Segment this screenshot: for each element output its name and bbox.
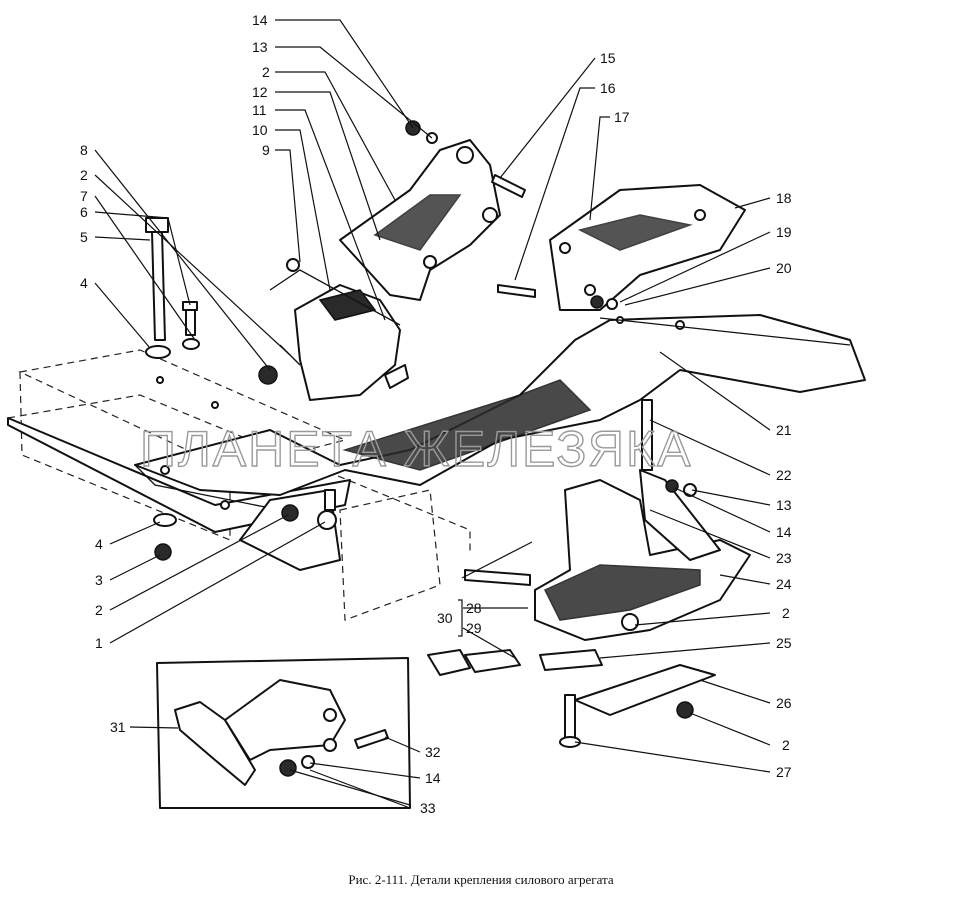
callout-7: 7 <box>80 188 88 204</box>
leader-lines <box>94 19 771 809</box>
callout-14-top: 14 <box>252 12 268 28</box>
right-bracket <box>491 174 746 311</box>
callout-26: 26 <box>776 695 792 711</box>
callout-14-inset: 14 <box>425 770 441 786</box>
callout-12: 12 <box>252 84 268 100</box>
callout-19: 19 <box>776 224 792 240</box>
callout-2-lower: 2 <box>95 602 103 618</box>
cross-member <box>134 314 866 571</box>
callout-25: 25 <box>776 635 792 651</box>
callout-11: 11 <box>252 102 267 118</box>
callout-23: 23 <box>776 550 792 566</box>
callout-2-bottom: 2 <box>782 737 790 753</box>
callout-29: 29 <box>466 620 482 636</box>
rubber-cushion <box>269 258 409 401</box>
callout-14-right: 14 <box>776 524 792 540</box>
callout-1: 1 <box>95 635 103 651</box>
callout-4-bottom: 4 <box>95 536 103 552</box>
callout-5: 5 <box>80 229 88 245</box>
callout-21: 21 <box>776 422 792 438</box>
callout-28: 28 <box>466 600 482 616</box>
callout-22: 22 <box>776 467 792 483</box>
lower-left-nuts <box>153 489 337 561</box>
figure-caption: Рис. 2-111. Детали крепления силового аг… <box>348 872 614 887</box>
callout-17: 17 <box>614 109 630 125</box>
callout-32: 32 <box>425 744 441 760</box>
callout-3: 3 <box>95 572 103 588</box>
callout-2-right: 2 <box>782 605 790 621</box>
callout-10: 10 <box>252 122 268 138</box>
callout-20: 20 <box>776 260 792 276</box>
callout-31: 31 <box>110 719 126 735</box>
callout-8: 8 <box>80 142 88 158</box>
callout-2-top: 2 <box>262 64 270 80</box>
callout-24: 24 <box>776 576 792 592</box>
callout-9: 9 <box>262 142 270 158</box>
inset-box <box>156 657 411 809</box>
callout-16: 16 <box>600 80 616 96</box>
lower-support <box>427 399 751 748</box>
upper-bracket <box>339 120 501 301</box>
callout-4-top: 4 <box>80 275 88 291</box>
watermark: ПЛАНЕТА ЖЕЛЕЗЯКА <box>140 421 692 477</box>
callout-13-top: 13 <box>252 39 268 55</box>
callout-18: 18 <box>776 190 792 206</box>
callout-13-right: 13 <box>776 497 792 513</box>
callout-6: 6 <box>80 204 88 220</box>
callout-15: 15 <box>600 50 616 66</box>
callout-30: 30 <box>437 610 453 626</box>
callout-33: 33 <box>420 800 436 816</box>
callout-numbers: 14 13 2 12 11 10 9 8 2 7 6 5 4 15 16 17 … <box>80 12 792 816</box>
left-bolts <box>145 217 301 385</box>
callout-2-left: 2 <box>80 167 88 183</box>
callout-27: 27 <box>776 764 792 780</box>
